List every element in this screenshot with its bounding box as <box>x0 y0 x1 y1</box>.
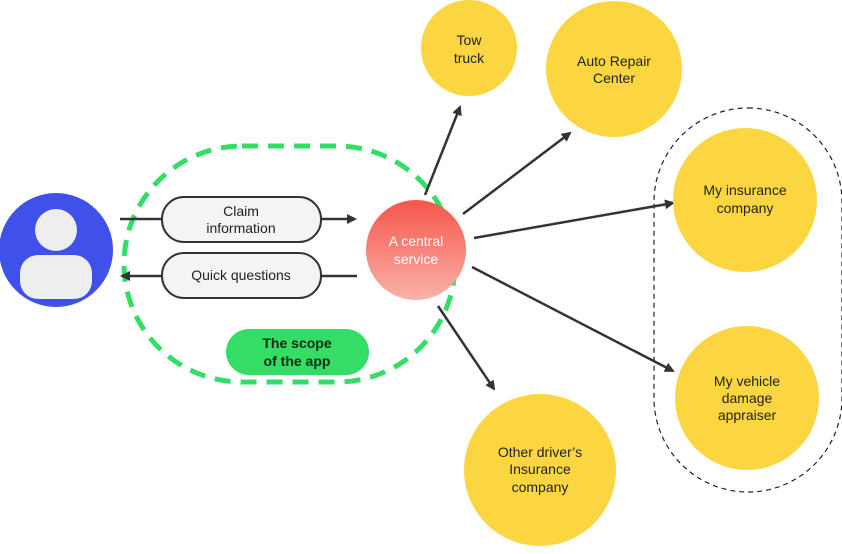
claim-pill-line1: Claim <box>223 203 259 219</box>
auto-repair-node: Auto Repair Center <box>546 1 682 137</box>
auto-repair-line2: Center <box>593 70 635 86</box>
scope-badge: The scope of the app <box>226 329 369 375</box>
user-avatar-icon[interactable] <box>0 193 113 307</box>
arrow-to-auto-repair <box>462 131 572 215</box>
appraiser-line1: My vehicle <box>714 373 780 389</box>
scope-badge-line2: of the app <box>264 353 331 369</box>
other-driver-line1: Other driver’s <box>498 444 582 460</box>
my-insurance-line2: company <box>717 200 774 216</box>
my-insurance-line1: My insurance <box>703 182 786 198</box>
tow-truck-line1: Tow <box>457 32 483 48</box>
arrow-to-my-insurance <box>473 199 675 240</box>
my-insurance-node: My insurance company <box>673 128 817 272</box>
arrow-to-appraiser <box>471 265 675 373</box>
arrow-to-other-driver <box>436 305 496 391</box>
auto-repair-line1: Auto Repair <box>577 53 651 69</box>
other-driver-line3: company <box>512 479 569 495</box>
claim-information-pill: Claim information <box>161 196 322 243</box>
central-service-node: A central service <box>366 200 466 300</box>
quick-questions-pill: Quick questions <box>161 252 322 299</box>
center-line2: service <box>394 251 439 267</box>
appraiser-line3: appraiser <box>718 407 777 423</box>
appraiser-line2: damage <box>722 390 773 406</box>
quick-pill-label: Quick questions <box>191 267 291 283</box>
appraiser-node: My vehicle damage appraiser <box>675 326 819 470</box>
center-line1: A central <box>389 233 443 249</box>
scope-badge-line1: The scope <box>262 335 331 351</box>
tow-truck-node: Tow truck <box>421 0 517 96</box>
arrow-to-tow-truck <box>423 105 462 196</box>
other-driver-line2: Insurance <box>509 461 571 477</box>
tow-truck-line2: truck <box>454 50 485 66</box>
insurance-group-boundary <box>653 107 842 493</box>
claim-pill-line2: information <box>206 220 275 236</box>
other-driver-node: Other driver’s Insurance company <box>464 394 616 546</box>
